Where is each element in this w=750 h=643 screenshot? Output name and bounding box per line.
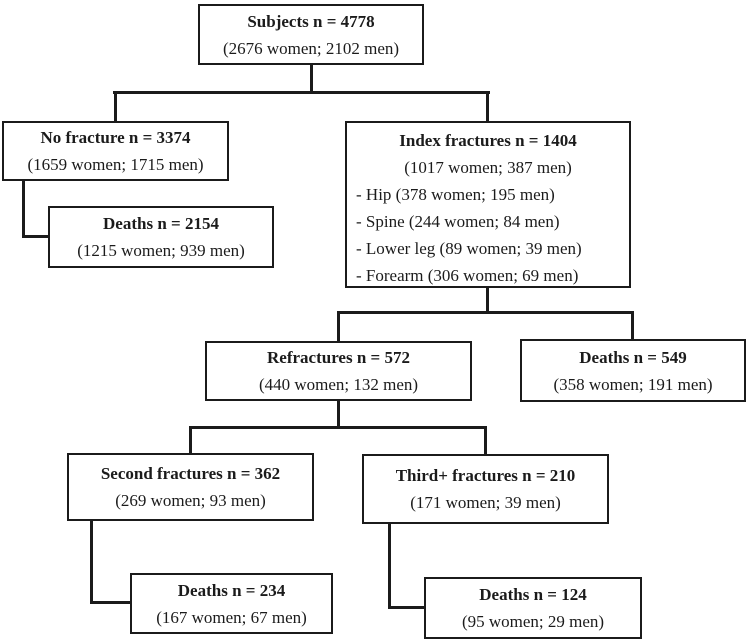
connector-drop-second-fractures	[189, 426, 192, 453]
connector-third-deaths-horizontal	[388, 606, 426, 609]
node-subtitle: (358 women; 191 men)	[553, 374, 713, 394]
node-title: Third+ fractures n = 210	[395, 466, 576, 485]
connector-third-deaths-vertical	[388, 523, 391, 609]
node-index-fractures: Index fractures n = 1404 (1017 women; 38…	[345, 121, 631, 288]
fracture-site-item: - Forearm (306 women; 69 men)	[356, 266, 579, 285]
node-subtitle: (2676 women; 2102 men)	[222, 38, 400, 58]
node-subtitle: (95 women; 29 men)	[461, 612, 605, 631]
node-refractures: Refractures n = 572 (440 women; 132 men)	[205, 341, 472, 401]
node-no-fracture: No fracture n = 3374 (1659 women; 1715 m…	[2, 121, 229, 181]
fracture-site-item: - Lower leg (89 women; 39 men)	[356, 239, 582, 258]
connector-drop-index-fractures	[486, 91, 489, 121]
node-subtitle: (1017 women; 387 men)	[404, 158, 572, 177]
fracture-site-list: - Hip (378 women; 195 men) - Spine (244 …	[347, 181, 629, 289]
connector-no-fracture-deaths-vertical	[22, 180, 25, 238]
node-subjects: Subjects n = 4778 (2676 women; 2102 men)	[198, 4, 424, 65]
connector-drop-refractures	[337, 311, 340, 341]
connector-drop-no-fracture	[114, 91, 117, 121]
node-deaths-no-fracture: Deaths n = 2154 (1215 women; 939 men)	[48, 206, 274, 268]
fracture-site-item: - Spine (244 women; 84 men)	[356, 212, 560, 231]
node-title: Deaths n = 234	[177, 580, 286, 600]
node-subtitle: (1659 women; 1715 men)	[27, 155, 204, 174]
connector-lower-horizontal	[189, 426, 487, 429]
connector-second-deaths-vertical	[90, 520, 93, 604]
node-title: Deaths n = 2154	[103, 214, 219, 233]
node-deaths-index: Deaths n = 549 (358 women; 191 men)	[520, 339, 746, 402]
node-title: Refractures n = 572	[267, 348, 410, 367]
node-deaths-third: Deaths n = 124 (95 women; 29 men)	[424, 577, 642, 639]
connector-drop-third-fractures	[484, 426, 487, 454]
node-subtitle: (167 women; 67 men)	[156, 607, 307, 627]
node-subtitle: (440 women; 132 men)	[258, 375, 419, 394]
node-second-fractures: Second fractures n = 362 (269 women; 93 …	[67, 453, 314, 521]
node-third-fractures: Third+ fractures n = 210 (171 women; 39 …	[362, 454, 609, 524]
node-title: Index fractures n = 1404	[399, 131, 577, 150]
connector-second-deaths-horizontal	[90, 601, 132, 604]
connector-subjects-down	[310, 63, 313, 93]
node-title: No fracture n = 3374	[40, 128, 191, 147]
connector-refractures-down	[337, 400, 340, 428]
connector-top-horizontal	[113, 91, 490, 94]
connector-mid-horizontal	[337, 311, 634, 314]
node-title: Deaths n = 549	[579, 347, 687, 367]
node-title: Deaths n = 124	[479, 585, 587, 604]
connector-drop-deaths-549	[631, 311, 634, 339]
node-subtitle: (269 women; 93 men)	[115, 491, 266, 510]
connector-index-down	[486, 287, 489, 313]
connector-no-fracture-deaths-horizontal	[22, 235, 50, 238]
node-title: Second fractures n = 362	[100, 464, 281, 483]
node-deaths-second: Deaths n = 234 (167 women; 67 men)	[130, 573, 333, 634]
node-subtitle: (1215 women; 939 men)	[77, 241, 245, 260]
node-title: Subjects n = 4778	[247, 11, 375, 31]
fracture-site-item: - Hip (378 women; 195 men)	[356, 185, 555, 204]
node-subtitle: (171 women; 39 men)	[410, 493, 561, 512]
